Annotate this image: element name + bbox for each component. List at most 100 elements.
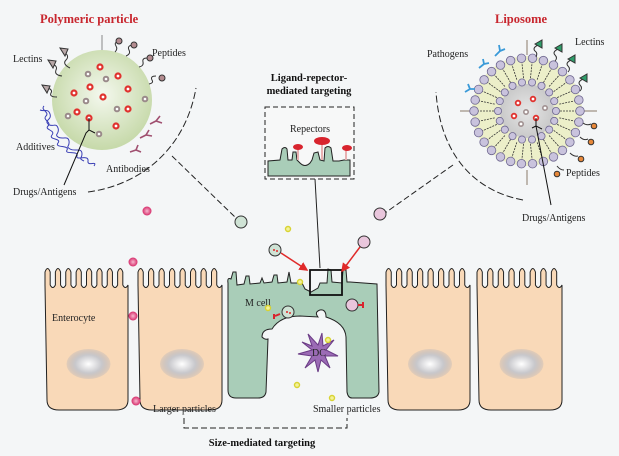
lipid-head — [469, 106, 479, 116]
enterocyte-cell — [476, 268, 563, 411]
lipid-head — [479, 137, 489, 147]
enterocyte-cell — [385, 268, 471, 411]
lipid-head — [486, 66, 497, 77]
loaded-particles — [234, 207, 387, 319]
lipid-head — [470, 117, 480, 127]
lipid-head — [565, 137, 575, 147]
lipid-head-inner — [552, 107, 561, 116]
lipid-head-inner — [500, 125, 509, 134]
label-antibodies: Antibodies — [106, 164, 150, 175]
lipid-head-inner — [537, 132, 546, 141]
label-lectins-lipo: Lectins — [575, 37, 605, 48]
lipid-head — [516, 53, 527, 63]
lipid-head — [575, 106, 585, 116]
lipid-head — [565, 75, 575, 85]
lipid-heads-inner — [493, 78, 561, 144]
lipid-head — [557, 145, 568, 156]
lipid-head — [527, 53, 538, 63]
ligand-title-line1: Ligand-repector- — [271, 73, 348, 84]
label-pathogens: Pathogens — [427, 49, 468, 60]
m-cell — [227, 268, 380, 399]
target-box — [309, 269, 343, 296]
lipid-head-inner — [545, 125, 554, 134]
lipid-head-inner — [528, 78, 537, 87]
ligand-inset-group: Ligand-repector- mediated targeting Repe… — [264, 73, 355, 269]
uptake-arrows — [280, 246, 361, 273]
liposome-zoom-arc — [435, 91, 524, 201]
lipid-head — [505, 55, 516, 66]
lectin-ligands — [41, 47, 71, 98]
nucleus — [499, 349, 544, 379]
nucleus — [408, 349, 452, 379]
lipid-head — [548, 152, 559, 162]
lipid-head-inner — [550, 116, 559, 125]
liposome-title: Liposome — [495, 12, 548, 26]
polymeric-title: Polymeric particle — [40, 12, 139, 26]
label-peptides-poly: Peptides — [152, 48, 186, 59]
lipid-head — [495, 60, 506, 70]
label-m-cell: M cell — [245, 298, 271, 309]
epithelium: M cell DC Enterocyte — [44, 268, 563, 411]
lipid-head — [557, 66, 568, 77]
lipid-head — [574, 95, 584, 105]
lipid-head — [505, 156, 516, 167]
lipid-head-inner — [517, 135, 526, 144]
lipid-head-inner — [528, 135, 537, 144]
liposome-drug-pointer — [531, 118, 552, 206]
large-particles — [128, 206, 152, 406]
label-drugs-lipo: Drugs/Antigens — [522, 213, 585, 224]
liposome-group: Liposome — [384, 12, 605, 224]
lipid-head-inner — [545, 88, 554, 97]
label-dc: DC — [312, 348, 326, 359]
lipid-head — [570, 84, 581, 95]
additive-polymer-coil — [39, 105, 96, 167]
antibody-ligands — [129, 115, 163, 153]
lipid-head-inner — [500, 88, 509, 97]
lipid-head — [538, 55, 549, 66]
lipid-head — [473, 84, 484, 95]
lipid-head-inner — [493, 107, 502, 116]
inset-membrane — [267, 146, 351, 177]
lipid-head-inner — [517, 78, 526, 87]
lipid-head-inner — [508, 81, 517, 90]
liposome-lectins — [533, 39, 588, 92]
inset-connector — [314, 178, 321, 269]
receptors — [293, 137, 352, 160]
lipid-head — [574, 117, 584, 127]
label-peptides-lipo: Peptides — [566, 168, 600, 179]
label-additives: Additives — [16, 142, 55, 153]
liposome-peptides — [553, 122, 598, 178]
lipid-head-inner — [508, 132, 517, 141]
small-particles — [264, 225, 336, 402]
grey-dots — [64, 70, 149, 138]
label-enterocyte: Enterocyte — [52, 313, 96, 324]
size-bracket — [183, 418, 348, 429]
lipid-head — [473, 127, 484, 138]
polymeric-particle-group: Polymeric particle — [13, 12, 237, 219]
enterocyte-cell — [137, 268, 223, 411]
lipid-head — [527, 159, 538, 169]
lipid-head — [486, 145, 497, 156]
size-mediated-group: Larger particles Smaller particles Size-… — [153, 404, 381, 449]
polymeric-connector — [171, 155, 237, 219]
nucleus — [66, 349, 111, 379]
lipid-head — [548, 60, 559, 70]
lipid-head-inner — [495, 97, 504, 106]
enterocyte-cell — [44, 268, 129, 411]
lipid-head — [516, 159, 527, 169]
lipid-head-inner — [537, 81, 546, 90]
lipid-head-inner — [550, 97, 559, 106]
liposome-connector — [384, 164, 454, 214]
ligand-title-line2: mediated targeting — [267, 86, 353, 97]
dendritic-cell — [297, 332, 339, 373]
label-repectors: Repectors — [290, 124, 330, 135]
lipid-head-inner — [495, 116, 504, 125]
liposome-drug-dots — [510, 95, 540, 122]
liposome-grey-dots — [517, 105, 548, 128]
peptide-ligands — [114, 37, 166, 85]
label-lectins-poly: Lectins — [13, 54, 43, 65]
label-drugs-poly: Drugs/Antigens — [13, 187, 76, 198]
lipid-head — [479, 75, 489, 85]
drug-pointer-line — [63, 118, 96, 186]
